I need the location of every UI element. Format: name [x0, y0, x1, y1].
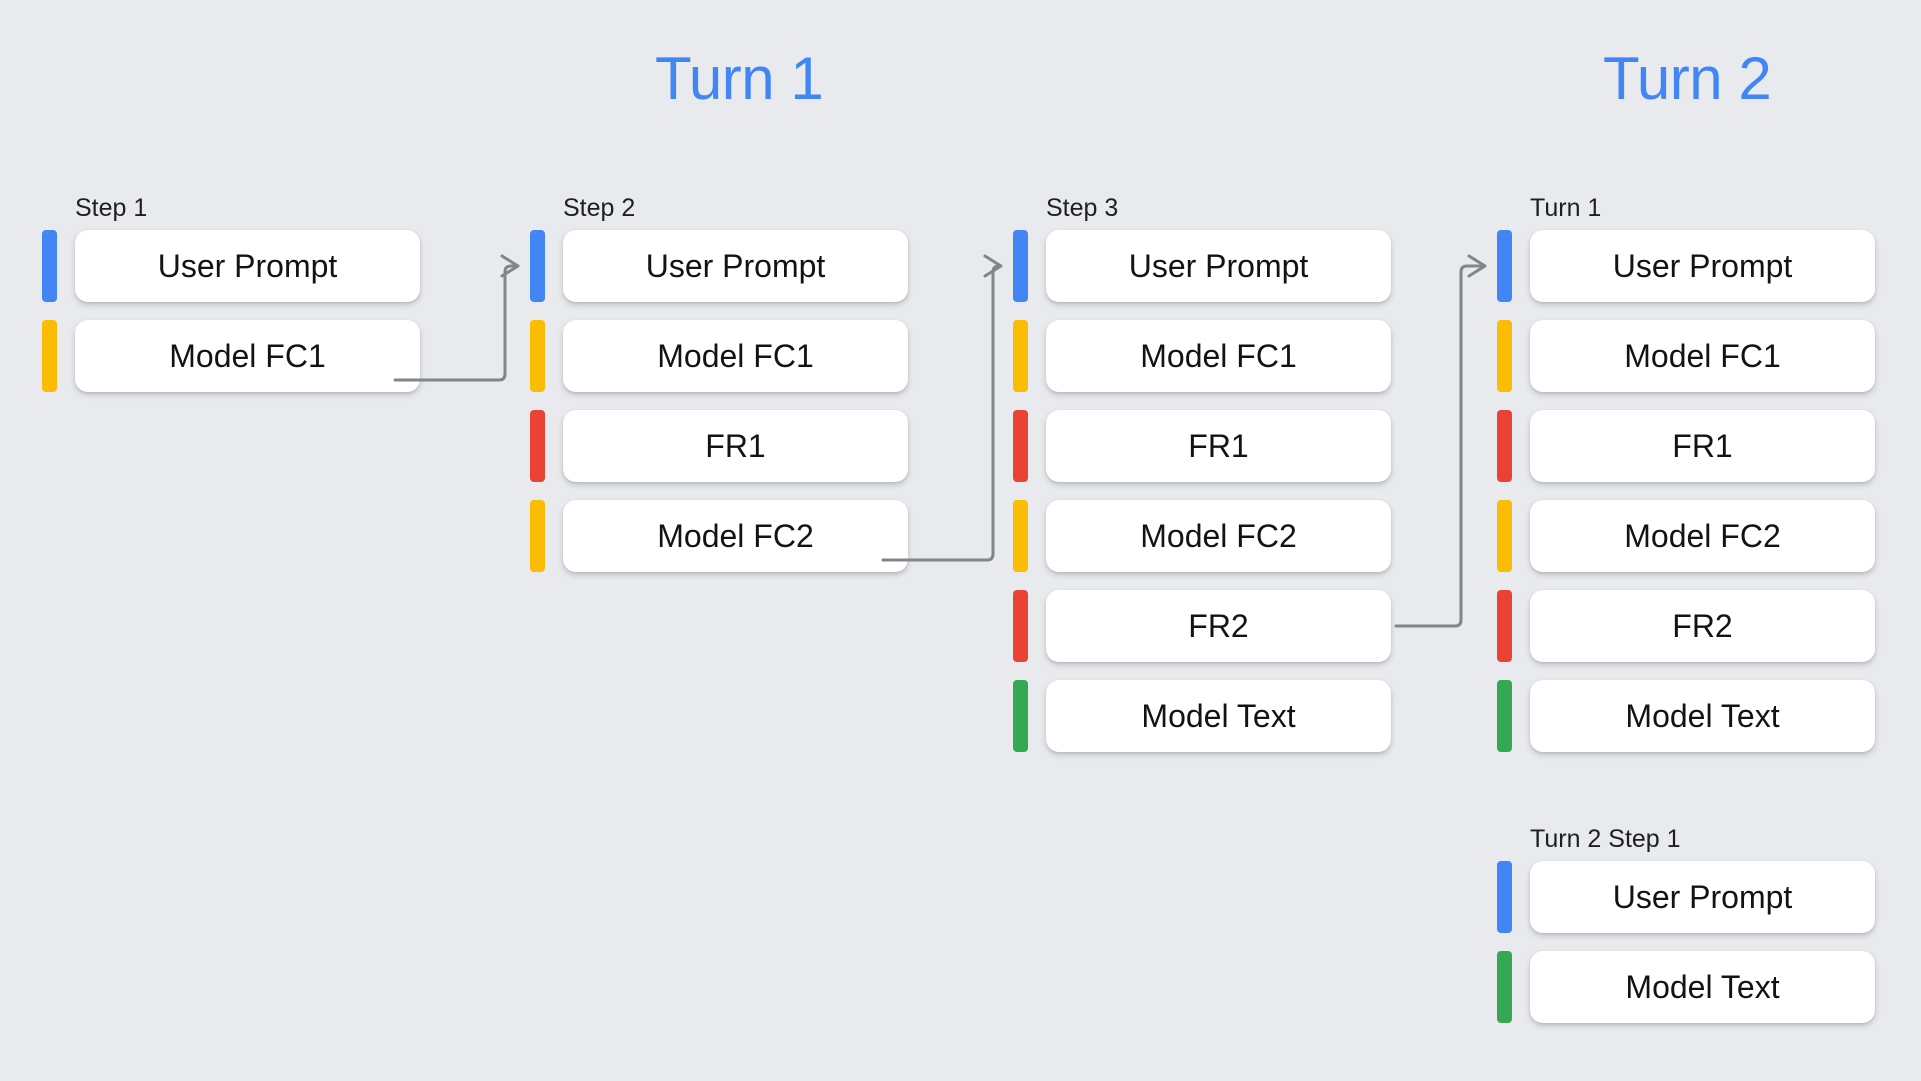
message-card[interactable]: Model FC1	[563, 320, 908, 392]
list-item: User Prompt	[1013, 230, 1391, 302]
color-bar-blue	[1497, 861, 1512, 933]
column-label-turn-1-recap: Turn 1	[1530, 194, 1602, 222]
list-item: Model FC1	[1497, 320, 1875, 392]
column-label-turn-2-step-1: Turn 2 Step 1	[1530, 825, 1681, 853]
color-bar-green	[1013, 680, 1028, 752]
message-card[interactable]: Model Text	[1530, 951, 1875, 1023]
message-card[interactable]: Model Text	[1046, 680, 1391, 752]
message-card[interactable]: FR1	[1530, 410, 1875, 482]
list-item: Model FC1	[1013, 320, 1391, 392]
message-card[interactable]: Model Text	[1530, 680, 1875, 752]
message-card-label: User Prompt	[1128, 248, 1309, 284]
list-item: User Prompt	[1497, 230, 1875, 302]
list-item: Model Text	[1013, 680, 1391, 752]
message-card[interactable]: Model FC2	[1530, 500, 1875, 572]
column-label-step-2: Step 2	[563, 194, 636, 222]
column-label-step-3: Step 3	[1046, 194, 1119, 222]
turn-2-title: Turn 2	[1603, 45, 1772, 112]
color-bar-yellow	[1497, 320, 1512, 392]
message-card[interactable]: FR2	[1046, 590, 1391, 662]
message-card[interactable]: User Prompt	[1530, 861, 1875, 933]
color-bar-yellow	[42, 320, 57, 392]
list-item: FR1	[530, 410, 908, 482]
list-item: FR1	[1013, 410, 1391, 482]
list-item: FR2	[1013, 590, 1391, 662]
color-bar-red	[530, 410, 545, 482]
list-item: Model FC1	[42, 320, 420, 392]
message-card-label: Model FC1	[657, 338, 814, 374]
arrowhead-icon	[1467, 254, 1487, 278]
column-label-step-1: Step 1	[75, 194, 148, 222]
message-card-label: Model Text	[1625, 698, 1780, 734]
message-card[interactable]: Model FC1	[1530, 320, 1875, 392]
list-item: FR2	[1497, 590, 1875, 662]
message-card-label: FR1	[705, 428, 766, 464]
message-card-label: Model Text	[1625, 969, 1780, 1005]
color-bar-blue	[530, 230, 545, 302]
arrowhead-icon	[500, 254, 520, 278]
message-card-label: Model FC2	[1140, 518, 1297, 554]
color-bar-blue	[42, 230, 57, 302]
list-item: Model FC2	[530, 500, 908, 572]
message-card[interactable]: Model FC1	[75, 320, 420, 392]
message-card[interactable]: Model FC2	[563, 500, 908, 572]
message-card[interactable]: User Prompt	[1530, 230, 1875, 302]
list-item: Model Text	[1497, 680, 1875, 752]
color-bar-red	[1497, 590, 1512, 662]
connector-step3-to-turn1	[1382, 252, 1499, 640]
color-bar-yellow	[1497, 500, 1512, 572]
color-bar-blue	[1497, 230, 1512, 302]
color-bar-green	[1497, 951, 1512, 1023]
message-card[interactable]: FR1	[563, 410, 908, 482]
message-card-label: User Prompt	[1612, 879, 1793, 915]
message-card[interactable]: User Prompt	[563, 230, 908, 302]
message-card-label: FR2	[1188, 608, 1249, 644]
list-item: Model Text	[1497, 951, 1875, 1023]
message-card-label: FR1	[1188, 428, 1249, 464]
list-item: User Prompt	[1497, 861, 1875, 933]
message-card[interactable]: FR1	[1046, 410, 1391, 482]
list-item: Model FC2	[1497, 500, 1875, 572]
color-bar-red	[1013, 410, 1028, 482]
list-item: User Prompt	[42, 230, 420, 302]
color-bar-yellow	[530, 320, 545, 392]
list-item: Model FC1	[530, 320, 908, 392]
color-bar-yellow	[1013, 320, 1028, 392]
message-card-label: Model FC1	[169, 338, 326, 374]
message-card-label: Model FC2	[657, 518, 814, 554]
message-card-label: Model FC1	[1140, 338, 1297, 374]
color-bar-red	[1497, 410, 1512, 482]
arrowhead-icon	[983, 254, 1003, 278]
message-card-label: Model Text	[1141, 698, 1296, 734]
message-card-label: FR2	[1672, 608, 1733, 644]
color-bar-yellow	[1013, 500, 1028, 572]
connector-path	[1394, 264, 1485, 628]
message-card-label: User Prompt	[157, 248, 338, 284]
message-card-label: Model FC2	[1624, 518, 1781, 554]
color-bar-red	[1013, 590, 1028, 662]
message-card[interactable]: User Prompt	[75, 230, 420, 302]
color-bar-green	[1497, 680, 1512, 752]
turn-1-title: Turn 1	[655, 45, 824, 112]
color-bar-yellow	[530, 500, 545, 572]
message-card[interactable]: Model FC1	[1046, 320, 1391, 392]
list-item: FR1	[1497, 410, 1875, 482]
list-item: Model FC2	[1013, 500, 1391, 572]
color-bar-blue	[1013, 230, 1028, 302]
message-card[interactable]: Model FC2	[1046, 500, 1391, 572]
message-card-label: User Prompt	[1612, 248, 1793, 284]
message-card-label: Model FC1	[1624, 338, 1781, 374]
message-card-label: FR1	[1672, 428, 1733, 464]
message-card[interactable]: FR2	[1530, 590, 1875, 662]
list-item: User Prompt	[530, 230, 908, 302]
message-card[interactable]: User Prompt	[1046, 230, 1391, 302]
message-card-label: User Prompt	[645, 248, 826, 284]
